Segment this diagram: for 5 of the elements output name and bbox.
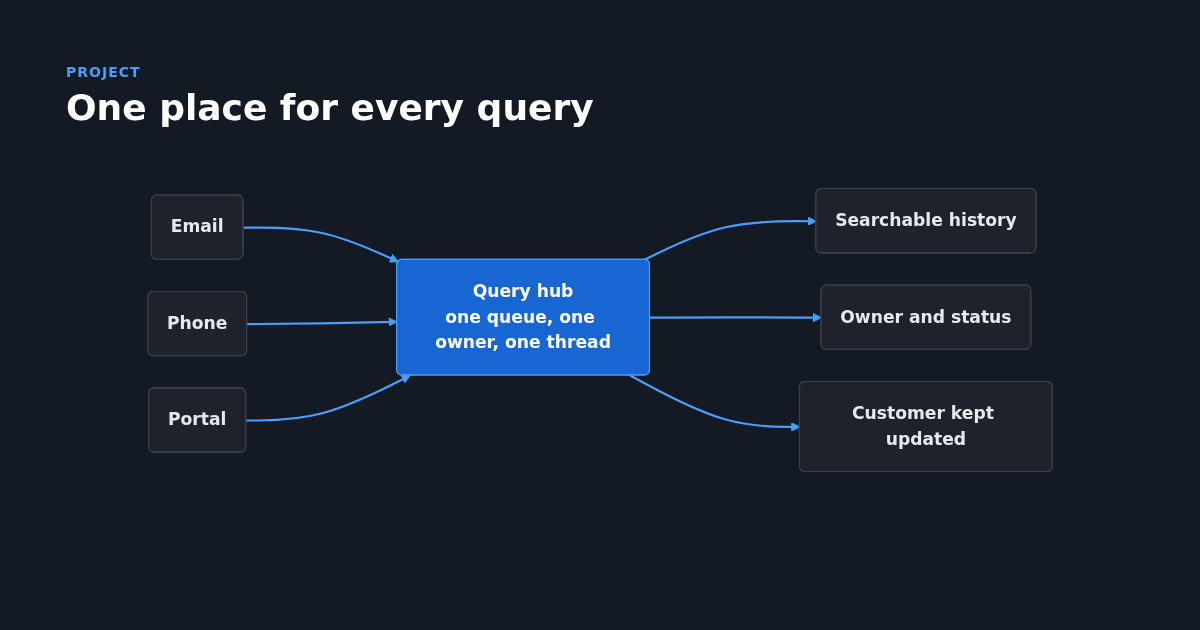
section-label: PROJECT — [66, 64, 141, 80]
title: One place for every query — [66, 87, 594, 128]
arrow — [650, 312, 822, 323]
arrow — [246, 375, 411, 422]
arrow — [243, 226, 399, 263]
